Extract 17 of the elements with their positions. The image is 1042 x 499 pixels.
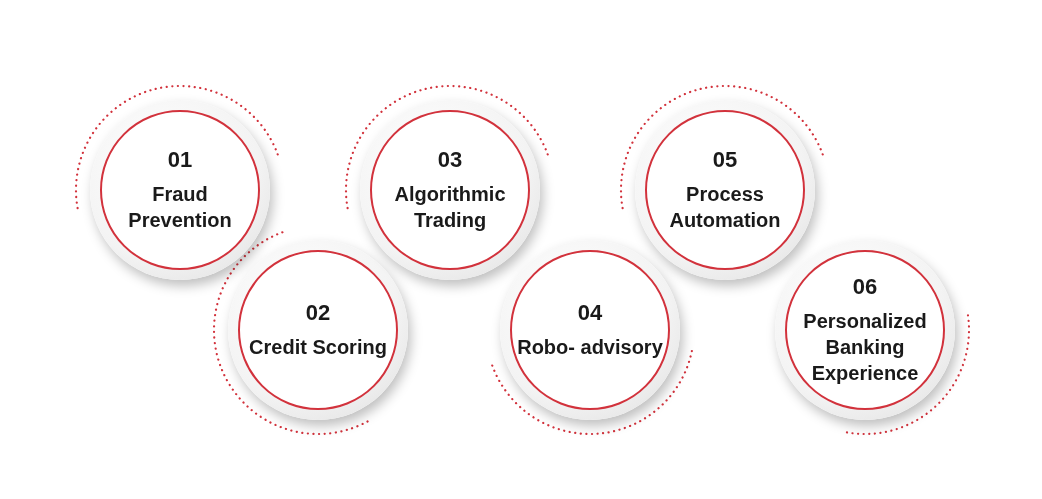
circle-badge (360, 100, 540, 280)
circle-badge (500, 240, 680, 420)
step-number: 03 (437, 147, 463, 173)
step-number: 05 (712, 147, 738, 173)
step-title: Algorithmic Trading (393, 182, 507, 233)
step-number: 02 (305, 300, 331, 326)
step-title: Fraud Prevention (127, 182, 233, 233)
circle-badge (775, 240, 955, 420)
step-title: Credit Scoring (249, 335, 387, 360)
circle-badge (635, 100, 815, 280)
circle-badge (228, 240, 408, 420)
step-title: Robo- advisory (517, 335, 663, 360)
step-number: 04 (577, 300, 603, 326)
step-number: 06 (852, 274, 878, 300)
step-title: Personalized Banking Experience (802, 309, 928, 386)
step-title: Process Automation (668, 182, 782, 233)
step-number: 01 (167, 147, 193, 173)
